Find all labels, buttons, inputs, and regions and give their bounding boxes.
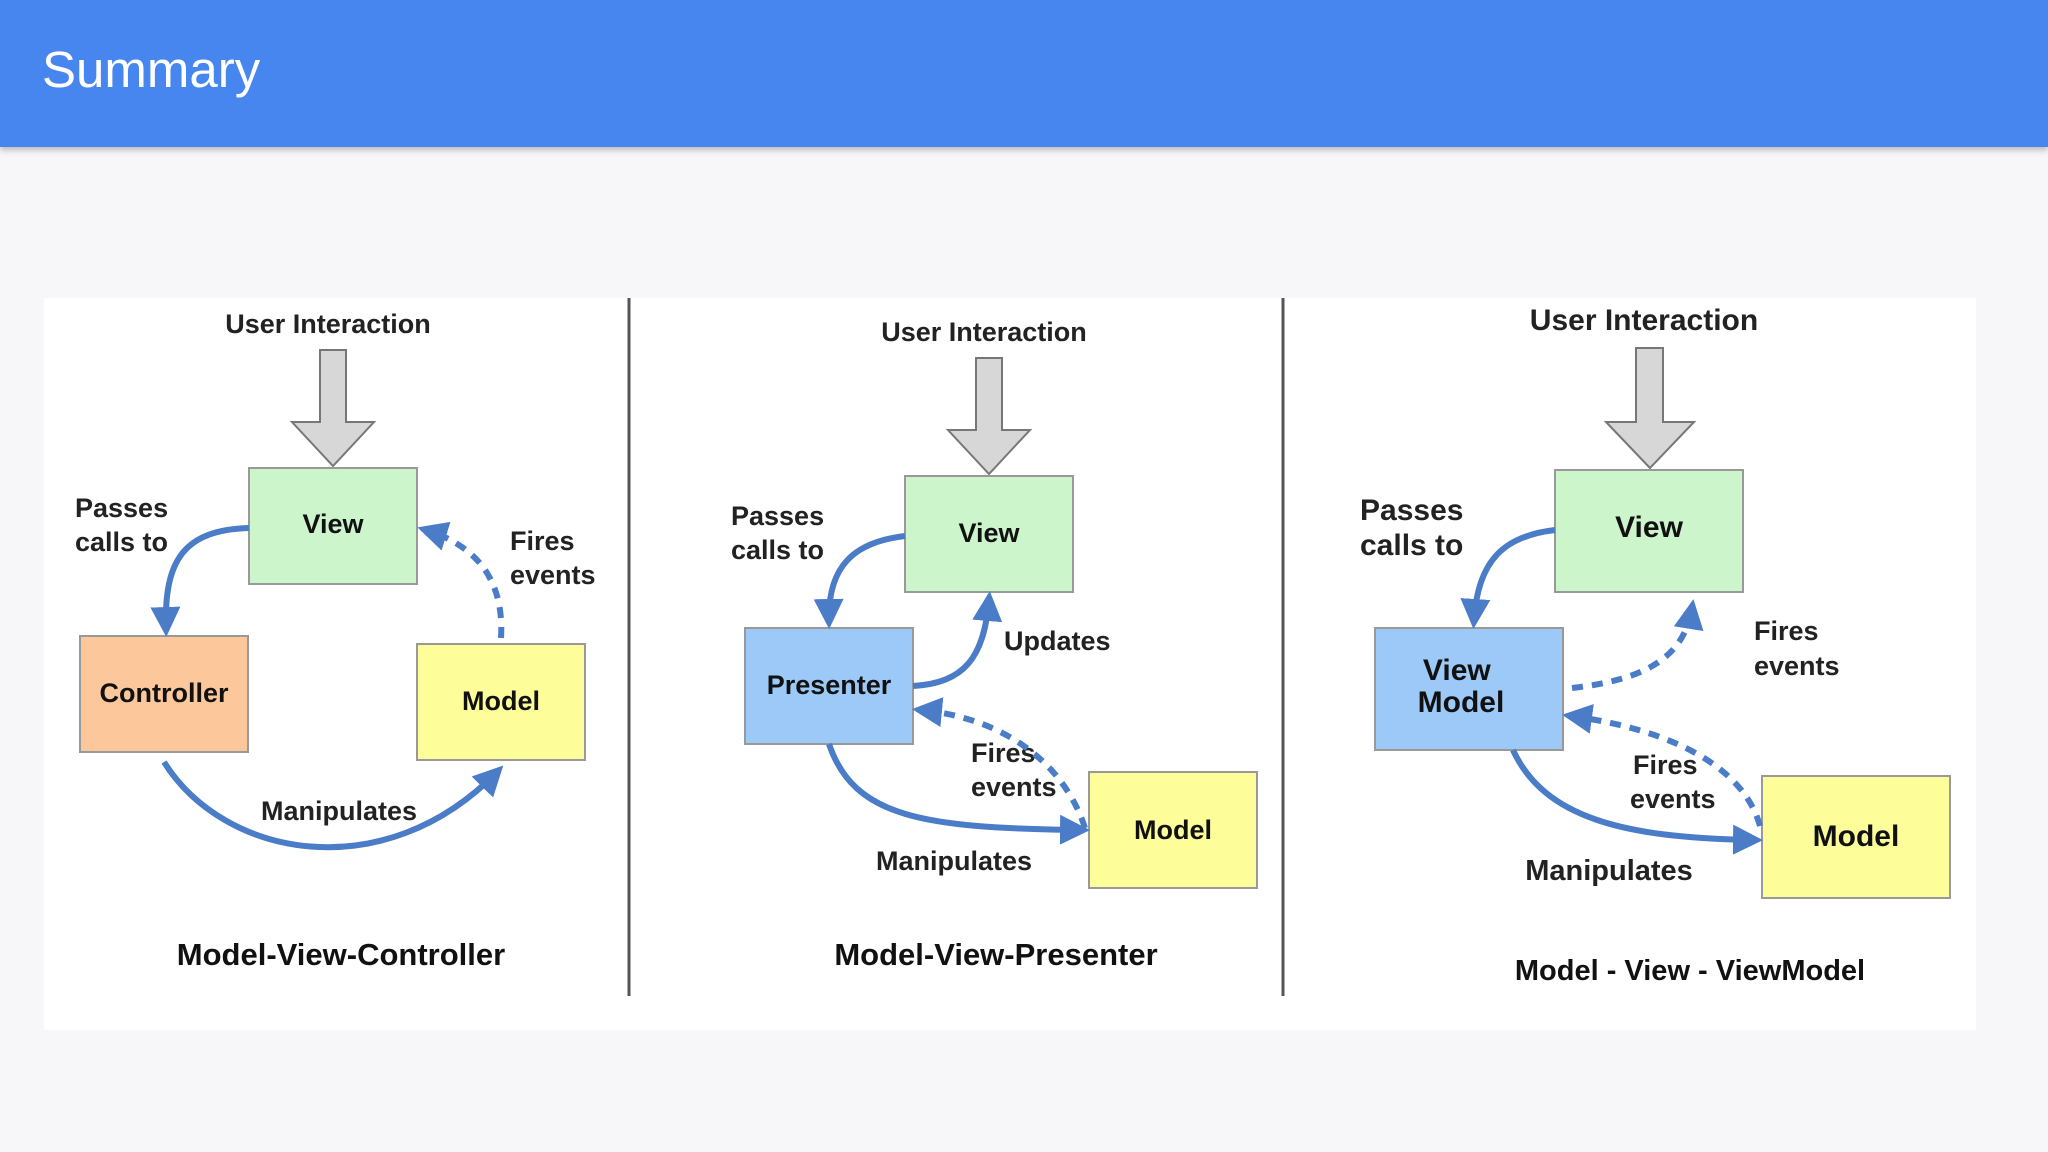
- mvc-passes-calls-arrow: [150, 525, 250, 637]
- architecture-figure: User Interaction View Controller Model P…: [44, 298, 1976, 1030]
- mvc-manipulates-label: Manipulates: [261, 796, 417, 826]
- mvp-view-label: View: [958, 518, 1020, 548]
- mvp-presenter-label: Presenter: [767, 670, 892, 700]
- mvvm-passes-calls-to-label: Passes calls to: [1360, 494, 1472, 562]
- mvp-fires-events-arrow: [912, 697, 1088, 829]
- slide-title: Summary: [42, 41, 261, 98]
- slide-header: Summary: [0, 0, 2048, 147]
- mvc-fires-events-arrow: [417, 521, 505, 639]
- mvc-model-box: [416, 643, 586, 761]
- mvc-user-interaction-label: User Interaction: [225, 309, 431, 339]
- mvp-user-interaction-arrow: [945, 357, 1033, 476]
- mvp-model-label: Model: [1134, 815, 1212, 845]
- mvvm-passes-calls-arrow: [1460, 527, 1556, 629]
- mvc-passes-calls-to-label: Passes calls to: [75, 493, 176, 557]
- mvp-fires-events-label: Fires events: [971, 738, 1057, 802]
- mvc-model-label: Model: [462, 686, 540, 716]
- mvvm-fires-events-lower-arrow: [1562, 703, 1763, 827]
- mvvm-view-label: View: [1615, 511, 1683, 544]
- mvp-passes-calls-arrow: [813, 533, 906, 629]
- mvp-user-interaction-label: User Interaction: [881, 317, 1087, 347]
- mvvm-fires-events-upper-label: Fires events: [1754, 616, 1840, 681]
- mvp-model-box: [1088, 771, 1258, 889]
- mvvm-user-interaction-label: User Interaction: [1530, 304, 1758, 337]
- mvp-updates-arrow: [912, 591, 1003, 689]
- mvp-manipulates-arrow: [826, 743, 1090, 845]
- mvvm-manipulates-arrow: [1510, 748, 1763, 855]
- mvp-caption: Model-View-Presenter: [834, 937, 1157, 972]
- mvvm-user-interaction-arrow: [1603, 347, 1697, 470]
- mvvm-viewmodel-box: [1374, 627, 1564, 751]
- mvp-updates-label: Updates: [1004, 626, 1111, 656]
- mvvm-panel: User Interaction View View Model Model P…: [1360, 304, 1951, 987]
- mvp-manipulates-label: Manipulates: [876, 846, 1032, 876]
- mvvm-viewmodel-label: View Model: [1418, 654, 1505, 719]
- mvvm-model-label: Model: [1813, 820, 1900, 853]
- mvvm-view-box: [1554, 469, 1744, 593]
- mvvm-fires-events-lower-label: Fires events: [1630, 750, 1716, 814]
- mvc-caption: Model-View-Controller: [177, 937, 505, 972]
- mvc-view-box: [248, 467, 418, 585]
- mvc-user-interaction-arrow: [289, 349, 377, 468]
- mvp-panel: User Interaction View Presenter Model Pa…: [731, 317, 1258, 972]
- mvc-fires-events-label: Fires events: [510, 526, 596, 590]
- mvc-view-label: View: [302, 509, 364, 539]
- mvvm-fires-events-upper-arrow: [1571, 599, 1704, 691]
- mvvm-model-box: [1761, 775, 1951, 899]
- mvc-controller-label: Controller: [99, 678, 228, 708]
- mvvm-caption: Model - View - ViewModel: [1515, 955, 1865, 987]
- architecture-diagram: User Interaction View Controller Model P…: [75, 298, 1951, 996]
- mvc-panel: User Interaction View Controller Model P…: [75, 309, 596, 972]
- mvc-manipulates-arrow: [161, 760, 504, 851]
- mvvm-manipulates-label: Manipulates: [1525, 855, 1693, 887]
- mvp-passes-calls-to-label: Passes calls to: [731, 501, 832, 565]
